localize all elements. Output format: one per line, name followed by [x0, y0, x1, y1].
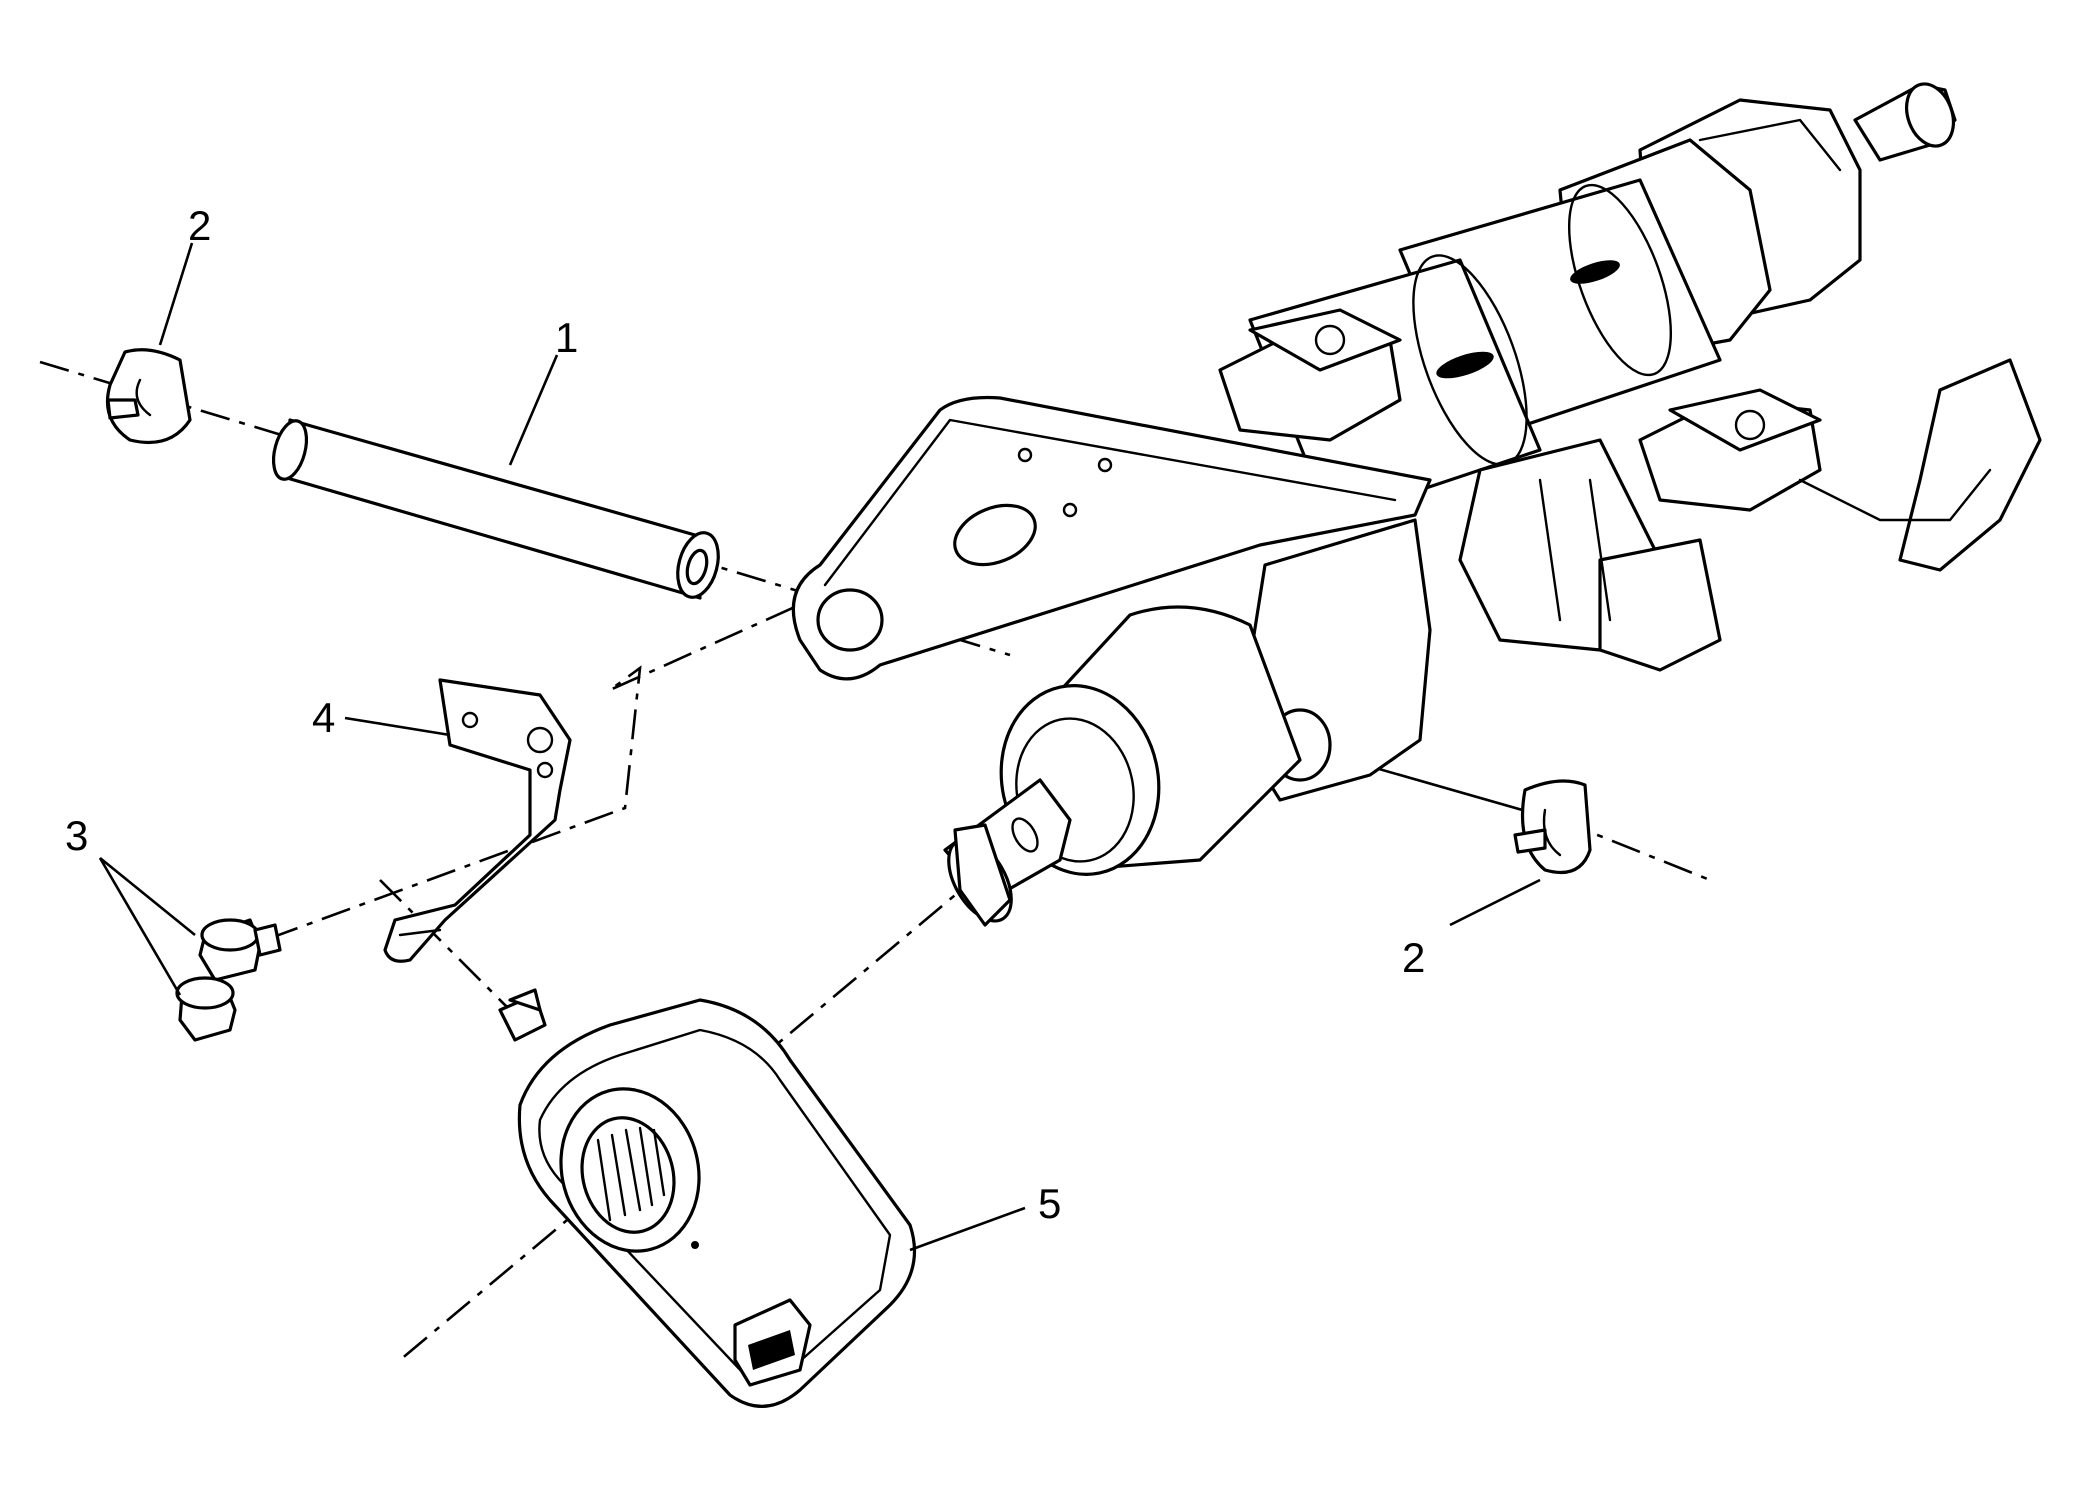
callout-2-left: 2	[188, 202, 211, 249]
steering-position-sensor	[498, 988, 917, 1408]
retaining-clip-right	[1513, 779, 1592, 875]
callout-2-right: 2	[1402, 934, 1425, 981]
callout-labels: 1 2 2 3 4 5	[65, 202, 1425, 1227]
pivot-tube	[271, 418, 720, 600]
lower-column-tube	[943, 605, 1302, 927]
callout-1: 1	[555, 314, 578, 361]
steering-column-assembly	[1218, 82, 2042, 672]
leader-4	[344, 716, 451, 737]
leader-3b	[98, 857, 182, 996]
leader-5	[909, 1206, 1026, 1252]
bolts	[175, 918, 282, 1042]
callout-3: 3	[65, 812, 88, 859]
leader-2-left	[158, 242, 194, 346]
sensor-axis-line	[379, 879, 511, 1011]
bracket-axis-line	[264, 468, 1101, 942]
leader-2-right	[1449, 878, 1541, 927]
leader-3a	[99, 856, 196, 937]
callout-4: 4	[312, 694, 335, 741]
leader-1	[508, 354, 559, 466]
mounting-bracket	[791, 395, 1432, 802]
callout-5: 5	[1038, 1180, 1061, 1227]
leader-lines	[98, 242, 1541, 1252]
sensor-bracket	[383, 678, 572, 963]
retaining-clip-left	[105, 348, 192, 445]
